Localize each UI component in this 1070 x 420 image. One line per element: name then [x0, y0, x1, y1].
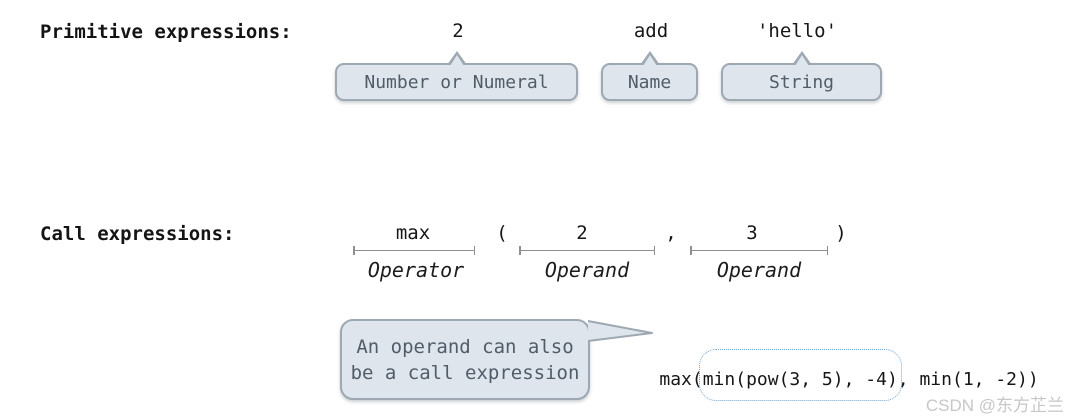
nested-code-suffix: , min(1, -2)): [897, 369, 1039, 390]
number-label-bubble: Number or Numeral: [335, 51, 578, 101]
primitive-example-number: 2: [452, 20, 464, 42]
nested-code-prefix: max(: [659, 369, 703, 390]
nested-call-expression: max(min(pow(3, 5), -4), min(1, -2)): [616, 347, 1039, 413]
operator-measure-line: [353, 246, 475, 255]
watermark-text: CSDN @东方芷兰: [925, 396, 1064, 415]
callout-text-line-1: An operand can also: [356, 335, 574, 358]
operand-1-role-label: Operand: [544, 258, 630, 282]
string-label-text: String: [768, 71, 835, 93]
call-token-operand-1: 2: [576, 222, 588, 244]
operand-1-measure-line: [519, 246, 655, 255]
call-token-close-paren: ): [835, 222, 847, 244]
primitive-expressions-heading: Primitive expressions:: [40, 21, 292, 43]
nested-code-highlighted: min(pow(3, 5), -4): [702, 369, 898, 390]
callout-tail-pointer: [587, 320, 653, 342]
call-expressions-heading: Call expressions:: [40, 223, 235, 245]
name-label-text: Name: [627, 71, 672, 93]
call-token-comma: ,: [665, 222, 677, 244]
call-token-operator: max: [395, 222, 431, 244]
number-label-text: Number or Numeral: [364, 71, 549, 93]
operator-role-label: Operator: [367, 258, 465, 282]
primitive-example-name: add: [633, 20, 669, 42]
nested-operand-highlight: min(pow(3, 5), -4): [698, 349, 902, 401]
operand-callout-bubble: An operand can also be a call expression: [340, 319, 590, 400]
operand-2-measure-line: [690, 246, 828, 255]
primitive-example-string: 'hello': [756, 20, 838, 42]
operand-2-role-label: Operand: [716, 258, 802, 282]
call-token-open-paren: (: [496, 222, 508, 244]
call-token-operand-2: 3: [746, 222, 758, 244]
callout-text-line-2: be a call expression: [350, 361, 580, 384]
name-label-bubble: Name: [601, 51, 698, 101]
string-label-bubble: String: [721, 51, 882, 101]
